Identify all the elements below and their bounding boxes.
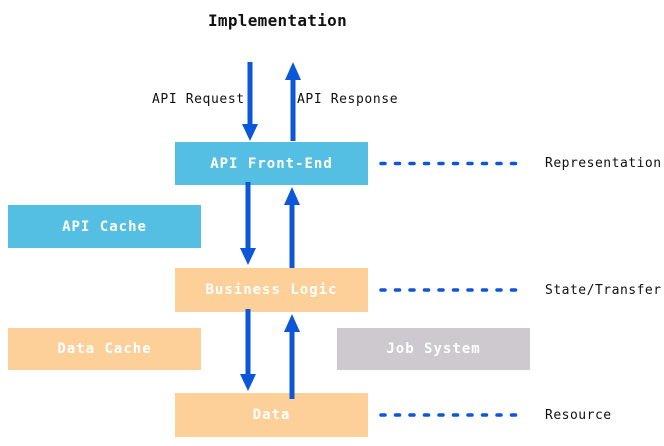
box-job-system: Job System <box>337 328 530 370</box>
api-request-label: API Request <box>152 92 245 107</box>
box-business-logic-label: Business Logic <box>205 282 338 298</box>
box-job-system-label: Job System <box>386 341 481 357</box>
box-data-cache: Data Cache <box>8 328 201 370</box>
up-arrow-icon <box>284 314 300 399</box>
down-arrow-icon <box>240 182 256 265</box>
api-response-label: API Response <box>297 92 399 107</box>
box-api-cache: API Cache <box>8 205 201 248</box>
box-data-label: Data <box>252 407 291 423</box>
box-business-logic: Business Logic <box>175 268 368 312</box>
layer-resource-label: Resource <box>545 408 612 423</box>
box-api-front-end-label: API Front-End <box>210 155 333 172</box>
box-data: Data <box>175 393 368 437</box>
layer-representation-label: Representation <box>545 156 662 171</box>
box-api-cache-label: API Cache <box>62 218 147 235</box>
down-arrow-icon <box>240 309 256 391</box>
up-arrow-icon <box>284 187 300 268</box>
diagram-title: Implementation <box>207 11 348 30</box>
box-api-front-end: API Front-End <box>175 142 368 185</box>
box-data-cache-label: Data Cache <box>57 341 152 357</box>
layer-state-transfer-label: State/Transfer <box>545 283 662 298</box>
